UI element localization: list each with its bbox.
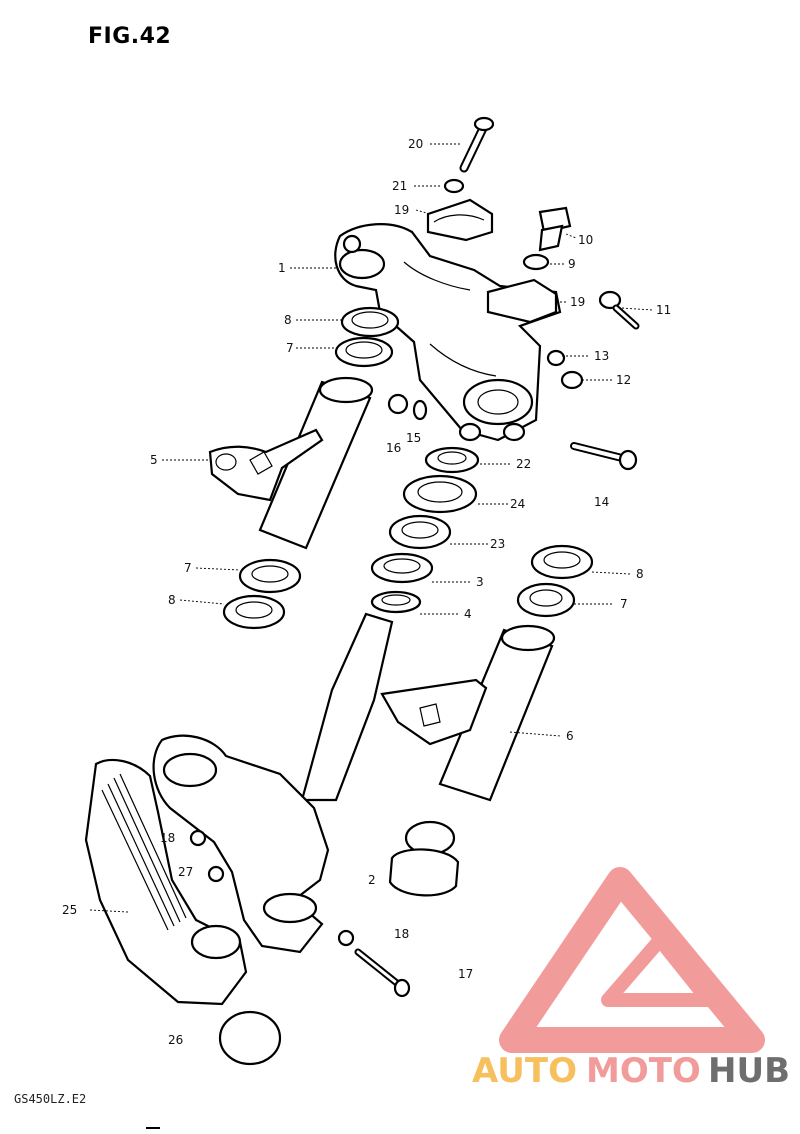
callout-26: 26: [168, 1033, 183, 1047]
callout-19-right: 19: [570, 295, 585, 309]
callout-1: 1: [278, 261, 286, 275]
race-23: [388, 514, 452, 550]
handlebar-clamp-19-right: [486, 278, 558, 324]
automotohub-watermark: AUTO MOTO HUB: [472, 867, 790, 1091]
race-4: [370, 590, 422, 614]
bolt-14: [570, 442, 638, 471]
callout-13: 13: [594, 349, 609, 363]
nut-12: [560, 370, 584, 390]
watermark-text-auto: AUTO: [472, 1051, 577, 1091]
washer-21: [443, 178, 465, 194]
callout-17: 17: [458, 967, 473, 981]
cap-26: [218, 1010, 282, 1066]
callout-4: 4: [464, 607, 472, 621]
fork-cover-5: [208, 376, 374, 550]
callout-12: 12: [616, 373, 631, 387]
washer-15: [412, 399, 428, 421]
callout-25: 25: [62, 903, 77, 917]
callout-18-lower: 18: [394, 927, 409, 941]
bearing-22: [424, 446, 480, 474]
callout-7-top: 7: [286, 341, 294, 355]
callout-19-upper: 19: [394, 203, 409, 217]
watermark-logo-triangle: [499, 867, 765, 1053]
figure-title: FIG.42: [88, 24, 172, 49]
cap-16: [387, 393, 409, 415]
callout-7-right: 7: [620, 597, 628, 611]
fork-seal-8-left-top: [340, 306, 400, 338]
callout-21: 21: [392, 179, 407, 193]
callout-6: 6: [566, 729, 574, 743]
handlebar-clamp-19-upper: [426, 198, 494, 242]
fork-seal-7-left-bottom: [238, 558, 302, 594]
seal-24: [402, 474, 478, 514]
callout-8-top: 8: [284, 313, 292, 327]
fork-seal-8-left-bottom: [222, 594, 286, 630]
watermark-text-moto: MOTO: [586, 1051, 701, 1091]
callout-8-right: 8: [636, 567, 644, 581]
washer-9: [522, 253, 550, 271]
callout-2: 2: [368, 873, 376, 887]
model-code: GS450LZ.E2: [14, 1092, 87, 1106]
callout-5: 5: [150, 453, 158, 467]
bolt-20: [459, 116, 495, 173]
callout-27: 27: [178, 865, 193, 879]
steering-stem-lower-bracket: [152, 612, 394, 954]
upper-bracket-1: [334, 223, 562, 442]
fork-seal-7-right: [516, 582, 576, 618]
cap-2: [388, 820, 460, 897]
callout-9: 9: [568, 257, 576, 271]
callout-20: 20: [408, 137, 423, 151]
fork-seal-8-right: [530, 544, 594, 580]
leader-lines: [89, 143, 653, 913]
callout-15: 15: [406, 431, 421, 445]
callout-16: 16: [386, 441, 401, 455]
bolt-10: [538, 206, 572, 252]
bolt-17: [354, 948, 411, 998]
lamp-bracket-25: [84, 758, 248, 1006]
callout-14: 14: [594, 495, 609, 509]
callout-18-upper: 18: [160, 831, 175, 845]
callout-labels: 20 21 19 10 9 1 19 11 8 7 13 12 16 15 22…: [62, 137, 671, 1047]
washer-13: [546, 349, 566, 367]
callout-3: 3: [476, 575, 484, 589]
watermark-text-hub: HUB: [708, 1051, 790, 1091]
callout-10: 10: [578, 233, 593, 247]
fork-cover-6: [380, 624, 556, 802]
bolt-11: [598, 290, 640, 330]
callout-8-left: 8: [168, 593, 176, 607]
callout-22: 22: [516, 457, 531, 471]
washer-18-lower: [337, 929, 355, 947]
callout-23: 23: [490, 537, 505, 551]
bearing-3: [370, 552, 434, 584]
callout-11: 11: [656, 303, 671, 317]
callout-24: 24: [510, 497, 525, 511]
callout-7-left: 7: [184, 561, 192, 575]
fork-seal-7-left-top: [334, 336, 394, 368]
